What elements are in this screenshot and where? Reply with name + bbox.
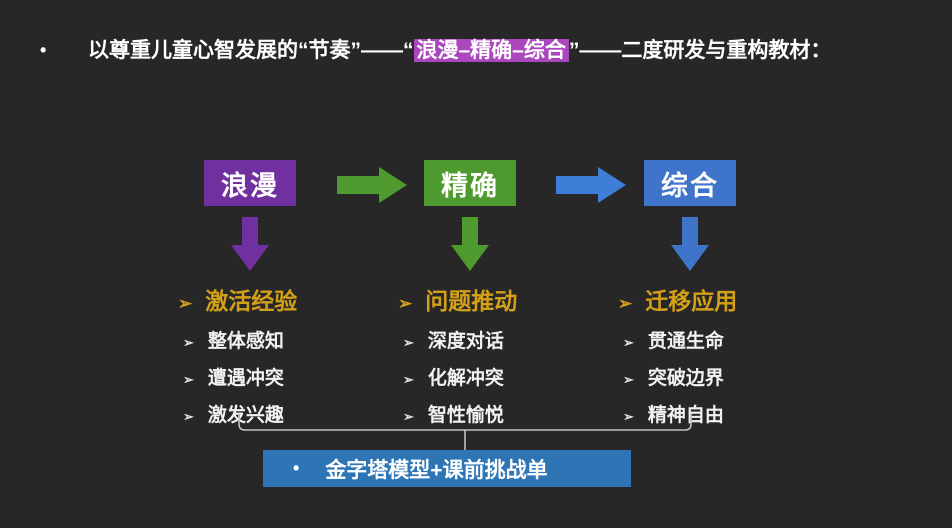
list-item-label: 精神自由 bbox=[647, 405, 724, 426]
summary-banner: • 金字塔模型+课前挑战单 bbox=[263, 450, 631, 487]
arrow-bullet-icon: ➢ bbox=[403, 409, 414, 424]
slide-title: • 以尊重儿童心智发展的“节奏”——“浪漫–精确–综合”——二度研发与重构教材： bbox=[40, 38, 932, 64]
banner-bullet: • bbox=[293, 458, 300, 478]
list-item-label: 深度对话 bbox=[427, 331, 504, 352]
arrow-bullet-icon: ➢ bbox=[178, 294, 193, 313]
stage-box-romance: 浪漫 bbox=[204, 160, 296, 206]
arrow-bullet-icon: ➢ bbox=[183, 335, 194, 350]
title-prefix: 以尊重儿童心智发展的“节奏”——“ bbox=[88, 39, 414, 62]
list-item-label: 激发兴趣 bbox=[207, 405, 284, 426]
list-item-label: 化解冲突 bbox=[427, 368, 504, 389]
bracket-icon bbox=[238, 414, 692, 450]
list-item: ➢ 遭遇冲突 bbox=[178, 363, 378, 390]
arrow-bullet-icon: ➢ bbox=[623, 409, 634, 424]
list-item: ➢ 整体感知 bbox=[178, 326, 378, 353]
banner-label: 金字塔模型+课前挑战单 bbox=[325, 458, 548, 482]
list-item-label: 贯通生命 bbox=[647, 331, 724, 352]
column-heading: ➢ 问题推动 bbox=[398, 282, 598, 316]
list-item-label: 突破边界 bbox=[647, 368, 724, 389]
stage-column-synthesis: ➢ 迁移应用 ➢ 贯通生命 ➢ 突破边界 ➢ 精神自由 bbox=[618, 282, 818, 427]
arrow-bullet-icon: ➢ bbox=[623, 372, 634, 387]
title-bullet: • bbox=[40, 40, 47, 60]
list-item: ➢ 激发兴趣 bbox=[178, 400, 378, 427]
stage-box-synthesis: 综合 bbox=[644, 160, 736, 206]
column-heading-label: 问题推动 bbox=[425, 288, 518, 314]
arrow-right-icon bbox=[556, 167, 626, 203]
list-item-label: 遭遇冲突 bbox=[207, 368, 284, 389]
arrow-bullet-icon: ➢ bbox=[403, 335, 414, 350]
arrow-down-icon bbox=[671, 217, 709, 271]
stage-column-precision: ➢ 问题推动 ➢ 深度对话 ➢ 化解冲突 ➢ 智性愉悦 bbox=[398, 282, 598, 427]
arrow-down-icon bbox=[231, 217, 269, 271]
column-heading-label: 激活经验 bbox=[205, 288, 298, 314]
arrow-bullet-icon: ➢ bbox=[403, 372, 414, 387]
title-highlight: 浪漫–精确–综合 bbox=[413, 39, 569, 62]
stage-column-romance: ➢ 激活经验 ➢ 整体感知 ➢ 遭遇冲突 ➢ 激发兴趣 bbox=[178, 282, 378, 427]
arrow-bullet-icon: ➢ bbox=[618, 294, 633, 313]
column-heading-label: 迁移应用 bbox=[645, 288, 738, 314]
column-heading: ➢ 激活经验 bbox=[178, 282, 378, 316]
list-item: ➢ 化解冲突 bbox=[398, 363, 598, 390]
stage-box-precision: 精确 bbox=[424, 160, 516, 206]
list-item-label: 整体感知 bbox=[207, 331, 284, 352]
list-item: ➢ 突破边界 bbox=[618, 363, 818, 390]
arrow-right-icon bbox=[337, 167, 407, 203]
arrow-bullet-icon: ➢ bbox=[623, 335, 634, 350]
list-item: ➢ 深度对话 bbox=[398, 326, 598, 353]
list-item-label: 智性愉悦 bbox=[427, 405, 504, 426]
arrow-bullet-icon: ➢ bbox=[183, 409, 194, 424]
arrow-bullet-icon: ➢ bbox=[398, 294, 413, 313]
column-heading: ➢ 迁移应用 bbox=[618, 282, 818, 316]
title-text: 以尊重儿童心智发展的“节奏”——“浪漫–精确–综合”——二度研发与重构教材： bbox=[88, 38, 831, 64]
list-item: ➢ 智性愉悦 bbox=[398, 400, 598, 427]
title-suffix: ”——二度研发与重构教材： bbox=[568, 39, 832, 62]
list-item: ➢ 贯通生命 bbox=[618, 326, 818, 353]
arrow-bullet-icon: ➢ bbox=[183, 372, 194, 387]
list-item: ➢ 精神自由 bbox=[618, 400, 818, 427]
arrow-down-icon bbox=[451, 217, 489, 271]
